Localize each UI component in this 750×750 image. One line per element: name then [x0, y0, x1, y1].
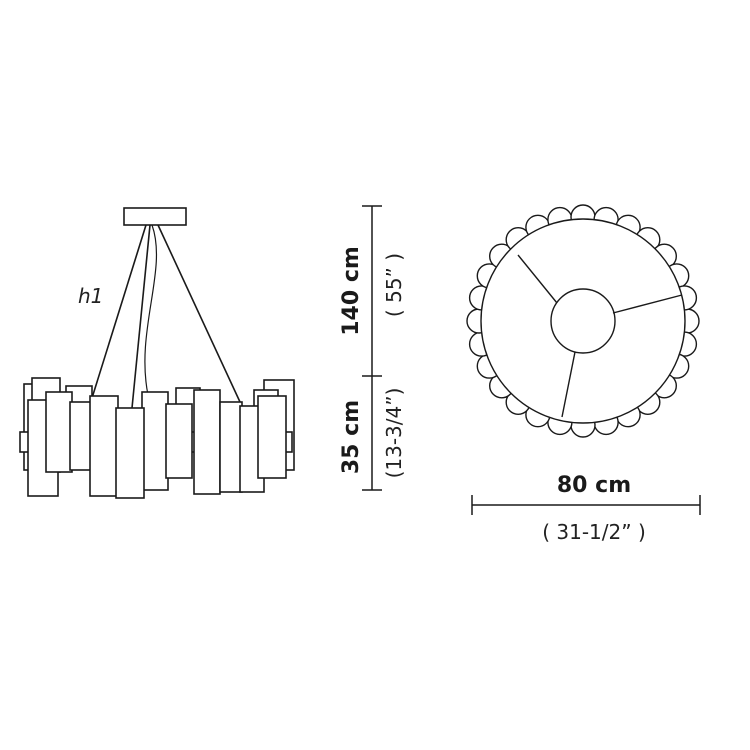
body-height-metric: 35 cm: [339, 400, 364, 474]
cable-length-imperial: ( 55” ): [382, 253, 406, 317]
glass-plate: [193, 389, 221, 495]
glass-plate: [165, 403, 193, 479]
diameter-metric: 80 cm: [557, 473, 631, 498]
suspension-cable: [91, 224, 147, 399]
arm: [561, 351, 576, 418]
suspension-cable: [131, 224, 151, 409]
body-height-imperial: (13-3/4”): [382, 388, 406, 479]
diameter-imperial: ( 31-1/2” ): [542, 520, 646, 544]
model-label: h1: [78, 284, 103, 308]
arm: [517, 254, 558, 304]
power-cable: [144, 224, 158, 396]
side-view: [19, 207, 295, 499]
glass-plate: [141, 391, 169, 491]
suspension-cable: [157, 224, 241, 403]
glass-plate: [45, 391, 73, 473]
glass-plate: [89, 395, 119, 497]
glass-plate: [257, 395, 287, 479]
glass-plate: [115, 407, 145, 499]
central-canopy: [550, 288, 616, 354]
height-dimension-line: [362, 205, 382, 491]
top-view: [466, 204, 700, 438]
arm: [612, 294, 683, 314]
diameter-dimension-line: [471, 495, 701, 515]
ceiling-canopy: [123, 207, 187, 226]
glass-plate: [219, 401, 243, 493]
cable-length-metric: 140 cm: [339, 246, 364, 336]
